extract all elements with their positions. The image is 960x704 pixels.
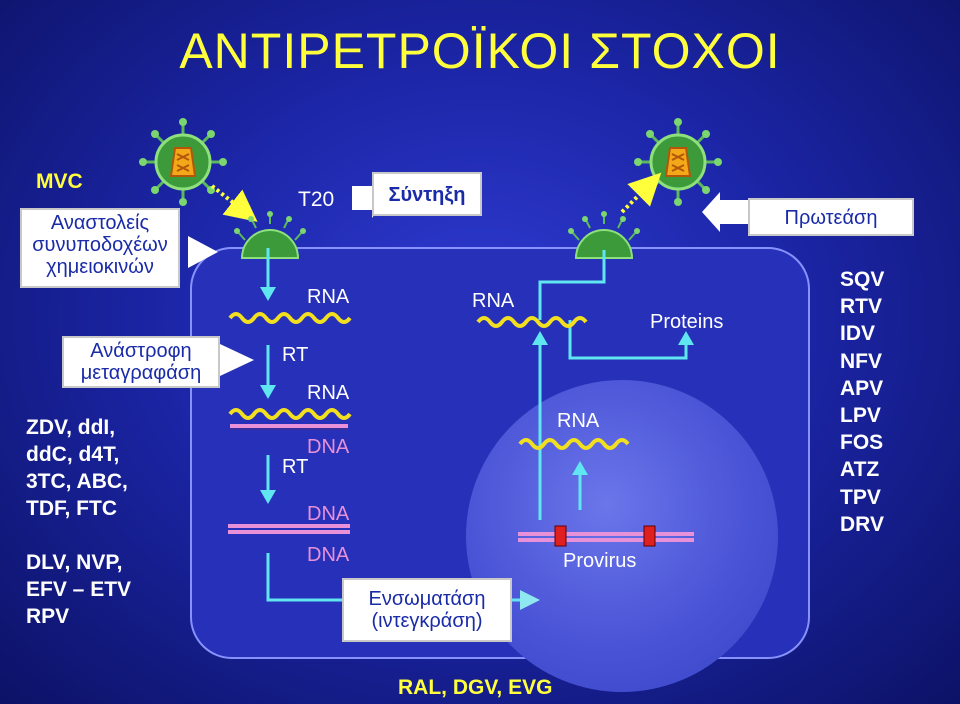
nrti-line3: 3TC, ABC,	[26, 470, 128, 493]
rna-label-nucleus: RNA	[557, 410, 600, 432]
mvc-label: MVC	[36, 170, 83, 193]
t20-label: T20	[298, 188, 335, 211]
rna-label-1: RNA	[307, 286, 350, 308]
integrase-callout: Ενσωματάση (ιντεγκράση)	[342, 578, 512, 642]
rt-label-1: RT	[282, 344, 309, 366]
virus-bud-left-icon	[234, 211, 306, 259]
coreceptor-callout: Αναστολείς συνυποδοχέων χημειοκινών	[20, 208, 180, 288]
arrowheads	[260, 287, 694, 610]
synthesis-callout: Σύντηξη	[372, 172, 482, 216]
rt-line1: Ανάστροφη	[90, 340, 192, 362]
rt-arrow	[220, 344, 254, 376]
entry-arrow	[210, 184, 258, 222]
pi-item: DRV	[840, 512, 884, 536]
coreceptor-line3: χημειοκινών	[46, 256, 154, 278]
pi-item: LPV	[840, 404, 881, 428]
integrase-line1: Ενσωματάση	[368, 588, 486, 610]
dna-label-1: DNA	[307, 436, 350, 458]
pi-item: TPV	[840, 485, 881, 509]
exit-arrow	[620, 172, 662, 214]
virus-icon-left	[139, 118, 227, 206]
dna-label-2: DNA	[307, 503, 350, 525]
nnrti-line2: EFV – ETV	[26, 578, 132, 601]
protease-callout: Πρωτεάση	[748, 198, 914, 236]
pi-item: IDV	[840, 322, 876, 346]
rna-label-2: RNA	[307, 382, 350, 404]
pi-item: FOS	[840, 431, 884, 455]
pi-item: ATZ	[840, 458, 880, 482]
nrti-line2: ddC, d4T,	[26, 443, 120, 466]
rna-label-top: RNA	[472, 290, 515, 312]
rt-line2: μεταγραφάση	[80, 362, 202, 384]
rt-label-2: RT	[282, 456, 309, 478]
pi-item: APV	[840, 376, 884, 400]
virus-bud-right-icon	[568, 211, 640, 259]
pi-list: SQV RTV IDV NFV APV LPV FOS ATZ TPV DRV	[840, 266, 884, 538]
rna-waves	[228, 312, 630, 450]
rt-callout: Ανάστροφη μεταγραφάση	[62, 336, 220, 388]
virus-icon-right	[634, 118, 722, 206]
protease-pointer	[702, 192, 748, 232]
pi-item: SQV	[840, 268, 885, 291]
integrase-drugs: RAL, DGV, EVG	[398, 676, 553, 699]
coreceptor-line1: Αναστολείς	[50, 212, 150, 234]
nrti-list: ZDV, ddI, ddC, d4T, 3TC, ABC, TDF, FTC	[26, 414, 128, 522]
pi-item: RTV	[840, 295, 882, 319]
integrase-line2: (ιντεγκράση)	[371, 610, 483, 632]
coreceptor-line2: συνυποδοχέων	[32, 234, 168, 256]
nnrti-list: DLV, NVP, EFV – ETV RPV	[26, 549, 131, 630]
nnrti-line3: RPV	[26, 605, 70, 628]
coreceptor-arrow	[188, 236, 218, 268]
page-title: ΑΝΤΙΡΕΤΡΟΪΚΟΙ ΣΤΟΧΟΙ	[179, 23, 781, 79]
dna-label-3: DNA	[307, 544, 350, 566]
pi-item: NFV	[840, 349, 882, 373]
provirus-label: Provirus	[563, 550, 637, 572]
nnrti-line1: DLV, NVP,	[26, 551, 123, 574]
dna-strands	[228, 424, 694, 547]
nrti-line4: TDF, FTC	[26, 497, 117, 520]
nrti-line1: ZDV, ddI,	[26, 416, 116, 439]
proteins-label: Proteins	[650, 311, 724, 333]
